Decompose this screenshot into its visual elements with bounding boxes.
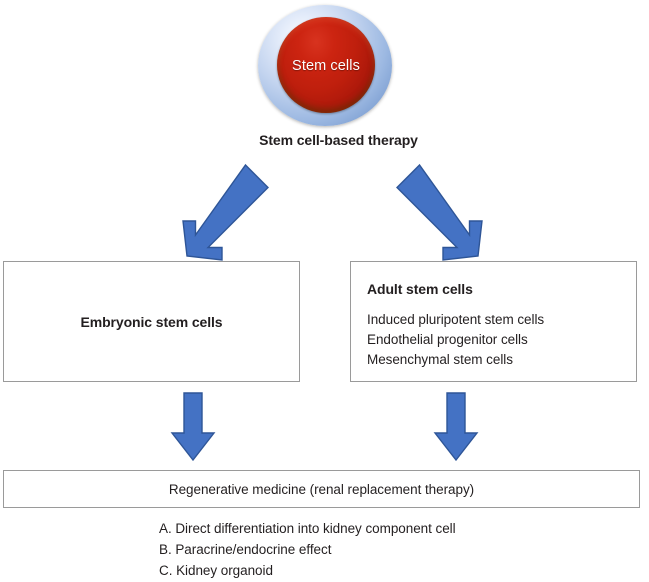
outcome-option-a: A. Direct differentiation into kidney co… bbox=[159, 521, 456, 536]
sphere-label: Stem cells bbox=[292, 57, 360, 74]
box-embryonic-title: Embryonic stem cells bbox=[80, 313, 223, 330]
box-adult-item: Endothelial progenitor cells bbox=[367, 332, 528, 347]
arrow-to-adult-icon bbox=[385, 163, 495, 261]
outcome-option-c: C. Kidney organoid bbox=[159, 563, 273, 578]
root-caption-text: Stem cell-based therapy bbox=[259, 132, 418, 148]
outcome-option-list: A. Direct differentiation into kidney co… bbox=[159, 518, 619, 581]
box-regenerative-medicine: Regenerative medicine (renal replacement… bbox=[3, 470, 640, 508]
box-embryonic-stem-cells: Embryonic stem cells bbox=[3, 261, 300, 382]
arrow-adult-to-regenerative-icon bbox=[430, 392, 482, 464]
box-adult-title: Adult stem cells bbox=[367, 281, 473, 297]
box-adult-stem-cells: Adult stem cells Induced pluripotent ste… bbox=[350, 261, 637, 382]
arrow-embryonic-to-regenerative-icon bbox=[167, 392, 219, 464]
root-caption: Stem cell-based therapy bbox=[0, 132, 649, 148]
box-regenerative-title: Regenerative medicine (renal replacement… bbox=[168, 481, 475, 497]
box-adult-item: Mesenchymal stem cells bbox=[367, 352, 513, 367]
sphere-inner-core: Stem cells bbox=[277, 17, 375, 113]
box-adult-item: Induced pluripotent stem cells bbox=[367, 312, 545, 327]
outcome-option-b: B. Paracrine/endocrine effect bbox=[159, 542, 332, 557]
arrow-to-embryonic-icon bbox=[170, 163, 280, 261]
stem-cell-sphere: Stem cells bbox=[258, 5, 392, 126]
